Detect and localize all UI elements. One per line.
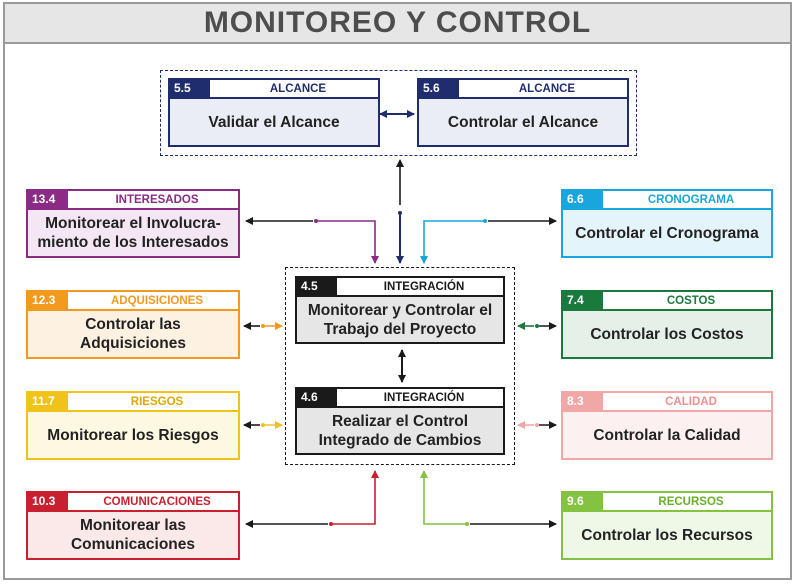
process-number: 10.3 xyxy=(28,493,68,510)
process-number: 7.4 xyxy=(563,292,603,309)
title-bar: MONITOREO Y CONTROL xyxy=(3,2,792,44)
process-number: 6.6 xyxy=(563,191,603,208)
process-number: 4.6 xyxy=(297,389,337,406)
process-label: Controlar el Alcance xyxy=(447,113,599,131)
process-number: 5.6 xyxy=(419,80,459,97)
diagram-title: MONITOREO Y CONTROL xyxy=(203,6,592,39)
process-11-7-box[interactable]: 11.7 RIESGOS Monitorear los Riesgos xyxy=(26,391,240,460)
process-number: 9.6 xyxy=(563,493,603,510)
knowledge-area: RECURSOS xyxy=(658,495,724,508)
process-label: Controlar los Costos xyxy=(590,325,744,343)
process-label: Controlar los Recursos xyxy=(581,526,753,544)
process-13-4-box[interactable]: 13.4 INTERESADOS Monitorear el Involucra… xyxy=(26,189,240,258)
process-label: Validar el Alcance xyxy=(208,113,340,131)
knowledge-area: CALIDAD xyxy=(665,395,717,408)
knowledge-area: INTEGRACIÓN xyxy=(383,280,465,293)
process-9-6-box[interactable]: 9.6 RECURSOS Controlar los Recursos xyxy=(561,491,773,560)
process-8-3-box[interactable]: 8.3 CALIDAD Controlar la Calidad xyxy=(561,391,773,460)
process-5-5-box[interactable]: 5.5 ALCANCE Validar el Alcance xyxy=(168,78,380,147)
process-7-4-box[interactable]: 7.4 COSTOS Controlar los Costos xyxy=(561,290,773,359)
process-4-6-box[interactable]: 4.6 INTEGRACIÓN Realizar el Control Inte… xyxy=(295,387,505,455)
knowledge-area: INTERESADOS xyxy=(115,193,199,206)
process-label: Monitorear y Controlar el Trabajo del Pr… xyxy=(307,301,493,338)
knowledge-area: ADQUISICIONES xyxy=(110,294,203,307)
knowledge-area: CRONOGRAMA xyxy=(647,193,735,206)
knowledge-area: ALCANCE xyxy=(518,82,576,95)
integracion-group xyxy=(285,267,515,465)
process-12-3-box[interactable]: 12.3 ADQUISICIONES Controlar las Adquisi… xyxy=(26,290,240,359)
process-label: Controlar la Calidad xyxy=(593,426,741,444)
process-5-6-box[interactable]: 5.6 ALCANCE Controlar el Alcance xyxy=(417,78,629,147)
process-label: Controlar las Adquisiciones xyxy=(80,316,186,352)
process-10-3-box[interactable]: 10.3 COMUNICACIONES Monitorear las Comun… xyxy=(26,491,240,560)
alcance-group xyxy=(160,70,637,156)
knowledge-area: ALCANCE xyxy=(269,82,327,95)
process-label: Realizar el Control Integrado de Cambios xyxy=(318,412,482,449)
process-label: Monitorear el Involucra-miento de los In… xyxy=(37,215,229,251)
process-label: Monitorear las Comunicaciones xyxy=(70,517,196,553)
knowledge-area: INTEGRACIÓN xyxy=(383,391,465,404)
process-number: 4.5 xyxy=(297,278,337,295)
process-label: Controlar el Cronograma xyxy=(575,224,759,242)
process-number: 5.5 xyxy=(170,80,210,97)
process-number: 13.4 xyxy=(28,191,68,208)
process-6-6-box[interactable]: 6.6 CRONOGRAMA Controlar el Cronograma xyxy=(561,189,773,258)
process-label: Monitorear los Riesgos xyxy=(47,426,219,444)
process-4-5-box[interactable]: 4.5 INTEGRACIÓN Monitorear y Controlar e… xyxy=(295,276,505,344)
knowledge-area: RIESGOS xyxy=(130,395,184,408)
process-number: 11.7 xyxy=(28,393,68,410)
knowledge-area: COMUNICACIONES xyxy=(103,495,211,508)
process-number: 8.3 xyxy=(563,393,603,410)
process-number: 12.3 xyxy=(28,292,68,309)
knowledge-area: COSTOS xyxy=(666,294,716,307)
